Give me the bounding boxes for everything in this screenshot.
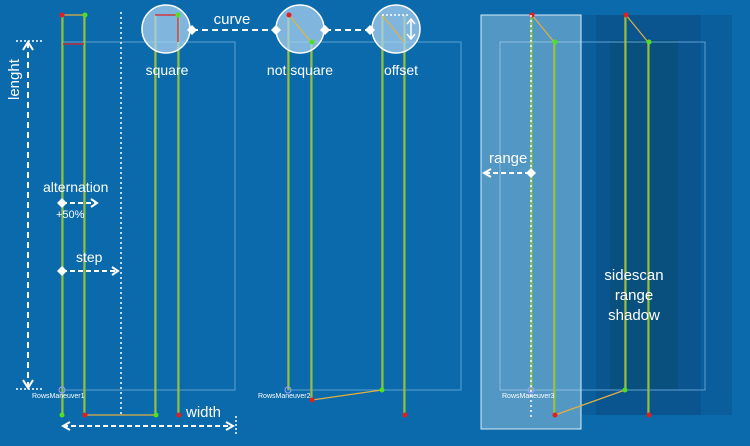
track-turns-1 [62,14,155,416]
point-green [552,39,558,45]
offset-curve-shape [381,14,405,43]
diamond-marker [271,25,281,35]
point-green [309,39,315,45]
maneuver-1-start-marker [58,386,66,394]
sidescan-label-line2: range [615,287,653,304]
alternation-label: alternation [43,179,108,195]
square-label: square [146,62,189,78]
width-label: width [185,404,221,421]
step-label: step [76,249,103,265]
track-green-1 [62,15,180,415]
maneuver-1-points [58,12,182,418]
point-red [402,412,408,418]
range-arrow-head [481,168,492,178]
point-red [623,12,629,18]
point-red [82,412,88,418]
maneuver-area-3 [499,41,706,391]
diamond-marker [57,198,67,208]
point-green [646,39,652,45]
maneuver-3-label: RowsManeuver3 [502,393,555,400]
offset-label: offset [384,62,418,78]
not-square-curve-shape [288,14,312,43]
alternation-percent-label: +50% [56,209,85,221]
point-red [286,12,292,18]
maneuver-2-start-marker [284,386,292,394]
labels: curve square not square offset lenght al… [6,11,664,421]
width-arrow-heads [60,421,236,431]
shadow-band-inner [610,40,678,390]
not-square-label: not square [267,62,333,78]
sidescan-label-line1: sidescan [604,267,663,284]
track-green-3 [531,15,650,415]
point-green [59,412,65,418]
length-label: lenght [6,58,23,100]
point-green [175,12,181,18]
track-orange-3 [530,15,649,415]
diamond-marker [57,266,67,276]
track-orange-2 [287,15,405,415]
sidescan-label-line3: shadow [608,307,660,324]
track-turns-3 [531,14,649,416]
point-green [622,387,628,393]
maneuver-3-points [527,12,652,418]
square-curve-circle [141,4,191,54]
diamond-marker [365,25,375,35]
maneuver-3-tracks [530,14,650,416]
track-orange-1 [61,15,179,415]
offset-arrow-heads [406,17,416,41]
point-red [59,12,65,18]
curve-type-indicators [141,4,421,54]
step-arrow-head [111,266,120,276]
diamond-markers [57,168,536,276]
point-red [552,412,558,418]
point-green [153,412,159,418]
point-red [646,412,652,418]
diamond-marker [320,25,330,35]
range-label: range [489,150,527,167]
diamond-marker [526,168,536,178]
sidescan-shadow-bands [582,15,732,415]
diamond-marker [187,25,197,35]
maneuver-2-label: RowsManeuver2 [258,393,311,400]
curve-label: curve [214,11,251,28]
maneuver-1-tracks [61,14,180,416]
point-green [82,12,88,18]
length-arrow-heads [22,40,34,390]
alternation-arrow-head [90,198,99,208]
point-red [176,412,182,418]
point-green [379,387,385,393]
point-red [309,397,315,403]
offset-curve-circle [371,4,421,54]
track-green-2 [288,15,406,415]
maneuver-1-label: RowsManeuver1 [32,393,85,400]
dimension-markers [16,12,532,436]
